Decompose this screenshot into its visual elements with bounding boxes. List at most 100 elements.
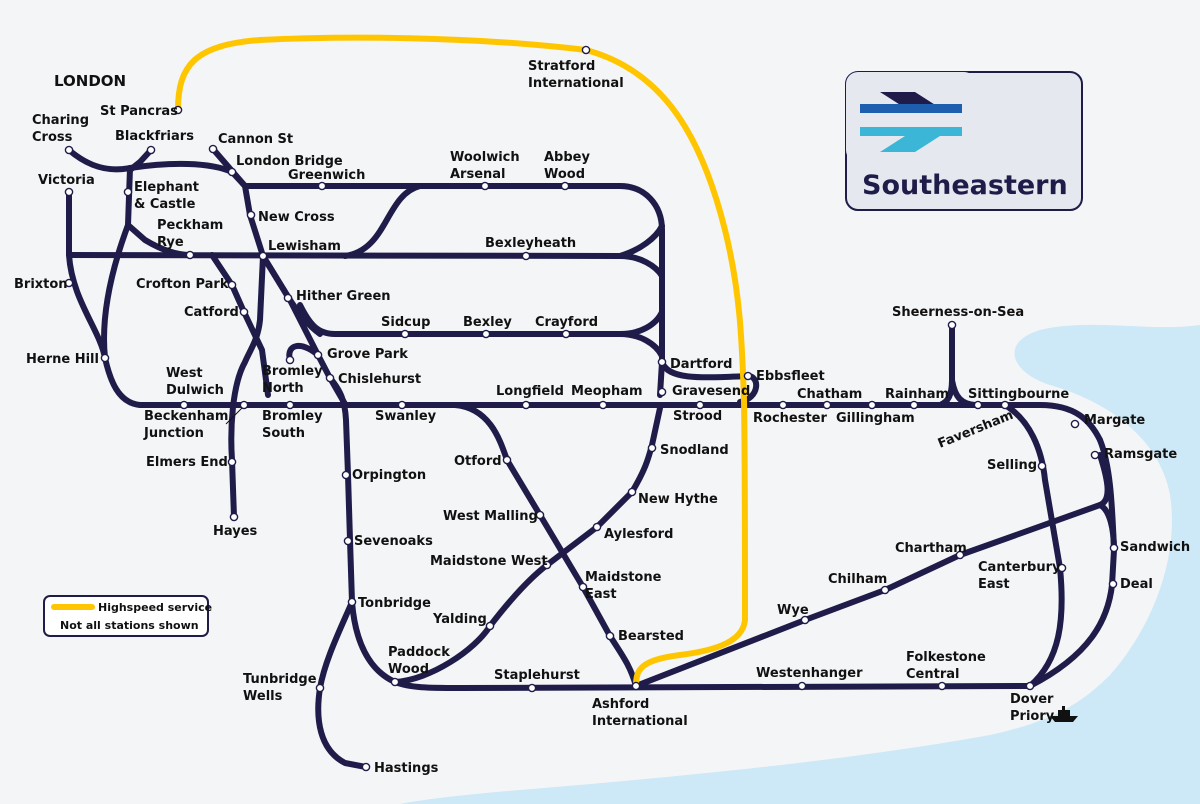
station-label-line: Tonbridge xyxy=(358,596,431,611)
station-label-selling: Selling xyxy=(987,458,1037,473)
station-marker-stpancras xyxy=(173,105,183,115)
station-label-line: Dartford xyxy=(670,357,733,372)
station-marker-sevenoaks xyxy=(343,536,353,546)
station-marker-otford xyxy=(502,455,512,465)
station-marker-ebbsfleet xyxy=(743,371,753,381)
station-label-line: Hastings xyxy=(374,761,439,776)
station-label-line: Ebbsfleet xyxy=(756,369,825,384)
station-label-line: New Cross xyxy=(258,210,335,225)
station-label-sandwich: Sandwich xyxy=(1120,540,1190,555)
station-label-line: Hayes xyxy=(213,524,258,539)
station-label-line: Gillingham xyxy=(836,411,915,426)
station-label-sidcup: Sidcup xyxy=(381,315,430,330)
station-label-line: Wood xyxy=(388,662,429,677)
line-sheerness-2 xyxy=(949,377,978,408)
station-label-line: Hither Green xyxy=(296,289,391,304)
station-marker-lewisham xyxy=(258,251,268,261)
station-label-chilham: Chilham xyxy=(828,572,887,587)
station-label-line: Margate xyxy=(1084,413,1145,428)
station-label-stpancras: St Pancras xyxy=(100,104,178,119)
station-marker-tunbridge xyxy=(315,683,325,693)
station-marker-groveprk xyxy=(313,350,323,360)
station-label-line: Priory xyxy=(1010,709,1055,724)
station-label-line: Victoria xyxy=(38,173,95,188)
station-marker-crofton xyxy=(227,280,237,290)
station-marker-longfield xyxy=(521,400,531,410)
station-label-line: Folkestone xyxy=(906,650,986,665)
line-medway-valley xyxy=(392,405,663,685)
station-label-line: Charing xyxy=(32,113,89,128)
station-label-line: Brixton xyxy=(14,277,68,292)
station-marker-deal xyxy=(1108,579,1118,589)
station-label-line: Aylesford xyxy=(604,527,673,542)
station-marker-rainham xyxy=(909,400,919,410)
station-label-line: Gravesend xyxy=(672,384,750,399)
station-label-line: Lewisham xyxy=(268,239,341,254)
network-lines xyxy=(66,146,1117,770)
station-label-wye: Wye xyxy=(777,603,809,618)
station-marker-newcross xyxy=(246,210,256,220)
station-marker-hayes xyxy=(229,512,239,522)
station-label-margate: Margate xyxy=(1084,413,1145,428)
station-label-line: Arsenal xyxy=(450,167,506,182)
station-marker-blackfriars xyxy=(146,145,156,155)
station-label-line: Westenhanger xyxy=(756,666,863,681)
station-label-groveprk: Grove Park xyxy=(327,347,408,362)
station-marker-snodland xyxy=(647,443,657,453)
line-elephant-hernehill xyxy=(101,222,131,361)
station-marker-victoria xyxy=(64,187,74,197)
station-marker-westenhanger xyxy=(797,681,807,691)
station-label-line: Ramsgate xyxy=(1104,447,1177,462)
station-label-hernehill: Herne Hill xyxy=(26,352,99,367)
station-label-line: Sevenoaks xyxy=(354,534,433,549)
station-marker-stratford xyxy=(581,45,591,55)
station-label-line: Crayford xyxy=(535,315,598,330)
station-marker-elephant xyxy=(123,187,133,197)
station-label-catford: Catford xyxy=(184,305,239,320)
station-marker-meopham xyxy=(598,400,608,410)
ferry-icon xyxy=(1050,706,1078,722)
station-label-sittingbourne: Sittingbourne xyxy=(968,387,1069,402)
stations-layer xyxy=(64,45,1119,772)
station-marker-folkestone xyxy=(937,681,947,691)
station-label-line: Elmers End xyxy=(146,455,228,470)
station-marker-swanley xyxy=(397,400,407,410)
station-label-yalding: Yalding xyxy=(432,612,487,627)
station-label-line: Catford xyxy=(184,305,239,320)
station-label-line: Chilham xyxy=(828,572,887,587)
station-marker-hithergreen xyxy=(283,293,293,303)
station-marker-maidstonee xyxy=(578,582,588,592)
station-label-line: Ashford xyxy=(592,697,649,712)
station-label-line: Grove Park xyxy=(327,347,408,362)
station-label-victoria: Victoria xyxy=(38,173,95,188)
station-label-dartford: Dartford xyxy=(670,357,733,372)
line-cannon-londonbridge xyxy=(210,146,248,189)
station-label-crayford: Crayford xyxy=(535,315,598,330)
station-marker-sheerness xyxy=(947,320,957,330)
sea-area xyxy=(400,324,1200,804)
station-label-line: Abbey xyxy=(544,150,590,165)
station-marker-hernehill xyxy=(100,353,110,363)
station-marker-brixton xyxy=(64,278,74,288)
station-label-line: West xyxy=(166,366,203,381)
station-label-otford: Otford xyxy=(454,454,502,469)
station-label-tonbridge: Tonbridge xyxy=(358,596,431,611)
station-label-line: Dulwich xyxy=(166,383,224,398)
station-label-line: Dover xyxy=(1010,692,1054,707)
station-marker-beckenham xyxy=(239,400,249,410)
station-label-londonbridge: London Bridge xyxy=(236,154,343,169)
station-marker-greenwich xyxy=(317,181,327,191)
station-label-line: Deal xyxy=(1120,577,1153,592)
station-label-chislehurst: Chislehurst xyxy=(338,372,421,387)
station-label-bexleyheath: Bexleyheath xyxy=(485,236,576,251)
station-label-line: Chatham xyxy=(797,387,862,402)
station-label-line: Sandwich xyxy=(1120,540,1190,555)
station-label-westmalling: West Malling xyxy=(443,509,538,524)
station-label-orpington: Orpington xyxy=(352,468,426,483)
